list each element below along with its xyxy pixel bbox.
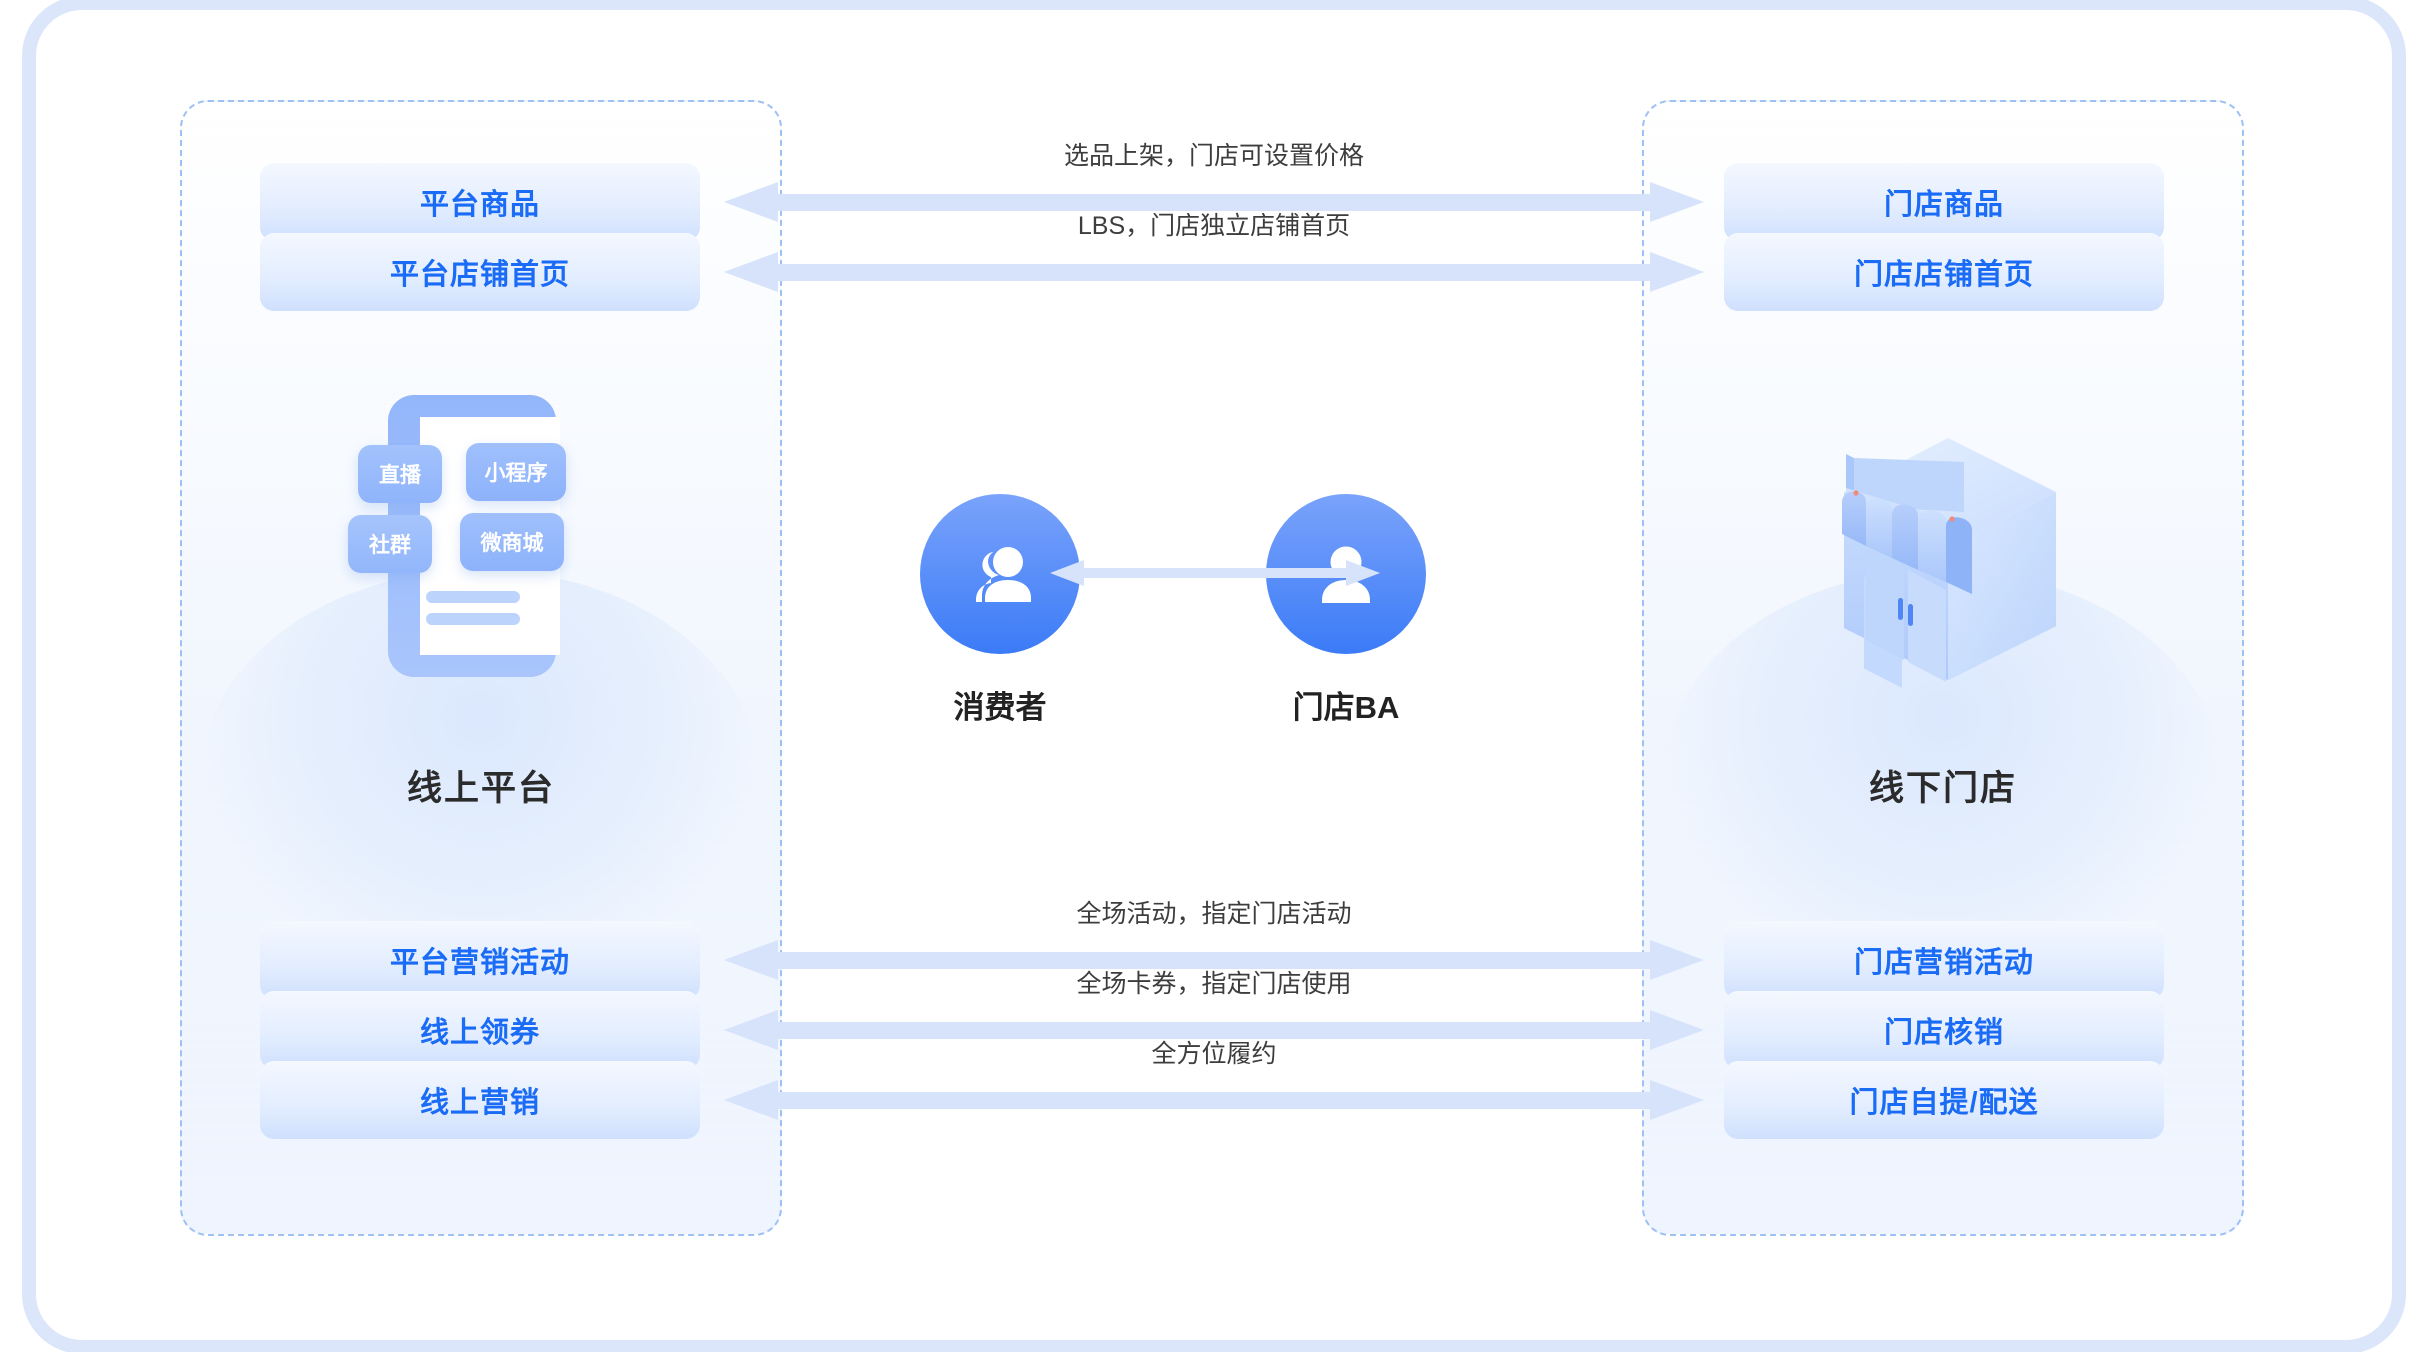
connector-fulfillment: 全方位履约 xyxy=(724,1040,1704,1120)
box-label: 门店商品 xyxy=(1883,189,2004,221)
arrow-bar xyxy=(776,1022,1652,1039)
box-platform-campaign[interactable]: 平台营销活动 xyxy=(260,921,700,999)
phone-tag-live: 直播 xyxy=(358,445,442,503)
box-label: 平台营销活动 xyxy=(389,947,570,979)
box-label: 门店自提/配送 xyxy=(1849,1087,2039,1119)
arrow-head-right-icon xyxy=(1346,560,1380,586)
box-online-marketing[interactable]: 线上营销 xyxy=(260,1061,700,1139)
connector-shop-home: LBS，门店独立店铺首页 xyxy=(724,212,1704,292)
phone-tag-micromall: 微商城 xyxy=(460,513,564,571)
role-label: 消费者 xyxy=(953,690,1047,725)
connector-label: 全方位履约 xyxy=(1151,1040,1277,1068)
tag-label: 小程序 xyxy=(484,462,548,485)
online-platform-illustration: 直播 小程序 社群 微商城 xyxy=(348,395,590,685)
connector-consumer-ba xyxy=(1050,560,1380,586)
phone-tag-community: 社群 xyxy=(348,515,432,573)
arrow-head-left-icon xyxy=(724,940,778,980)
connector-label: 选品上架，门店可设置价格 xyxy=(1063,142,1364,170)
connector-coupon: 全场卡券，指定门店使用 xyxy=(724,970,1704,1050)
arrow-head-left-icon xyxy=(724,1010,778,1050)
connector-label: LBS，门店独立店铺首页 xyxy=(1077,212,1351,240)
arrow-head-right-icon xyxy=(1650,252,1704,292)
tag-label: 直播 xyxy=(379,464,421,487)
arrow-head-left-icon xyxy=(1050,560,1084,586)
arrow-bar xyxy=(1082,568,1348,578)
connector-campaign: 全场活动，指定门店活动 xyxy=(724,900,1704,980)
box-store-pickup-delivery[interactable]: 门店自提/配送 xyxy=(1724,1061,2164,1139)
connector-product: 选品上架，门店可设置价格 xyxy=(724,142,1704,222)
role-consumer[interactable]: 消费者 xyxy=(920,494,1080,727)
box-label: 门店店铺首页 xyxy=(1853,259,2034,291)
arrow-head-right-icon xyxy=(1650,940,1704,980)
box-platform-product[interactable]: 平台商品 xyxy=(260,163,700,241)
diagram-inner-surface: 平台商品 门店商品 选品上架，门店可设置价格 平台店铺首页 门店店铺首页 LBS… xyxy=(50,24,2378,1326)
box-store-shop-home[interactable]: 门店店铺首页 xyxy=(1724,233,2164,311)
connector-label: 全场卡券，指定门店使用 xyxy=(1076,970,1352,998)
box-store-product[interactable]: 门店商品 xyxy=(1724,163,2164,241)
arrow-bar xyxy=(776,1092,1652,1109)
caption-online-platform: 线上平台 xyxy=(406,769,555,808)
offline-store-illustration xyxy=(1808,430,2080,700)
box-online-coupon[interactable]: 线上领券 xyxy=(260,991,700,1069)
role-label: 门店BA xyxy=(1292,690,1400,725)
box-store-campaign[interactable]: 门店营销活动 xyxy=(1724,921,2164,999)
box-label: 线上领券 xyxy=(419,1017,540,1049)
box-platform-shop-home[interactable]: 平台店铺首页 xyxy=(260,233,700,311)
tag-label: 微商城 xyxy=(480,532,544,555)
box-label: 平台店铺首页 xyxy=(389,259,570,291)
box-label: 门店营销活动 xyxy=(1853,947,2034,979)
phone-content-line xyxy=(426,613,520,625)
arrow-bar xyxy=(776,952,1652,969)
store-building-icon xyxy=(1842,438,2056,688)
connector-label: 全场活动，指定门店活动 xyxy=(1076,900,1352,928)
tag-label: 社群 xyxy=(369,534,411,557)
phone-content-line xyxy=(426,591,520,603)
arrow-bar xyxy=(776,264,1652,281)
role-store-ba[interactable]: 门店BA xyxy=(1266,494,1426,727)
phone-tag-miniprogram: 小程序 xyxy=(466,443,566,501)
arrow-head-right-icon xyxy=(1650,1010,1704,1050)
arrow-head-right-icon xyxy=(1650,182,1704,222)
box-label: 平台商品 xyxy=(419,189,540,221)
arrow-head-left-icon xyxy=(724,182,778,222)
box-label: 线上营销 xyxy=(419,1087,540,1119)
box-store-redeem[interactable]: 门店核销 xyxy=(1724,991,2164,1069)
arrow-head-left-icon xyxy=(724,252,778,292)
arrow-head-right-icon xyxy=(1650,1080,1704,1120)
arrow-head-left-icon xyxy=(724,1080,778,1120)
caption-offline-store: 线下门店 xyxy=(1868,769,2017,808)
users-group-icon xyxy=(976,547,1031,602)
box-label: 门店核销 xyxy=(1883,1017,2004,1049)
arrow-bar xyxy=(776,194,1652,211)
